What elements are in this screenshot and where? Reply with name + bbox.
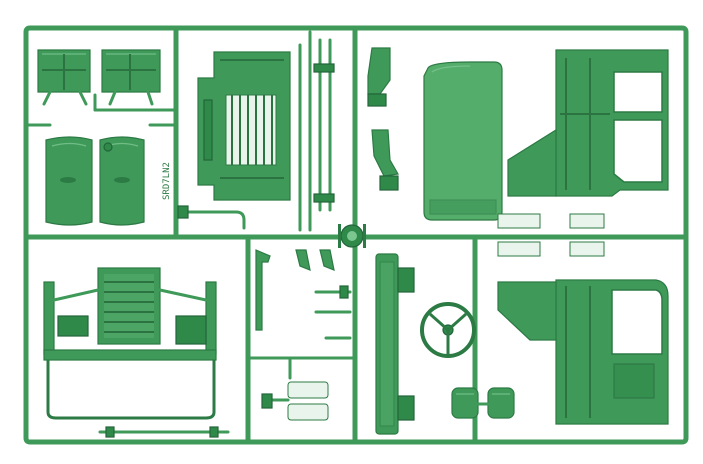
cab-door-lower — [497, 279, 669, 425]
bumper-frame — [43, 267, 217, 420]
bracket-upper — [367, 47, 391, 107]
radiator-grille — [197, 51, 291, 201]
step-piece-left — [37, 49, 91, 106]
sprue-gate — [338, 224, 366, 248]
small-levers — [314, 285, 352, 340]
molded-part-number: SRD7LN2 — [162, 162, 172, 200]
fender-right — [99, 136, 145, 226]
step-piece-right — [101, 49, 161, 106]
chassis-side-rail — [375, 253, 415, 435]
exhaust-pipe — [177, 205, 246, 230]
mirror-mounts — [255, 249, 335, 331]
horn-pieces — [261, 381, 329, 421]
bracket-lower — [371, 129, 399, 191]
sprue-frame — [23, 25, 689, 445]
mirror-arm-rods — [298, 30, 335, 232]
cab-door-upper — [507, 49, 669, 197]
steering-wheel — [420, 302, 476, 358]
inner-runner — [246, 356, 357, 380]
air-tanks — [451, 387, 515, 419]
axle-rod — [98, 426, 230, 438]
cab-roof-panel — [423, 61, 503, 221]
vent-grilles — [497, 213, 605, 257]
fender-left — [45, 136, 93, 226]
